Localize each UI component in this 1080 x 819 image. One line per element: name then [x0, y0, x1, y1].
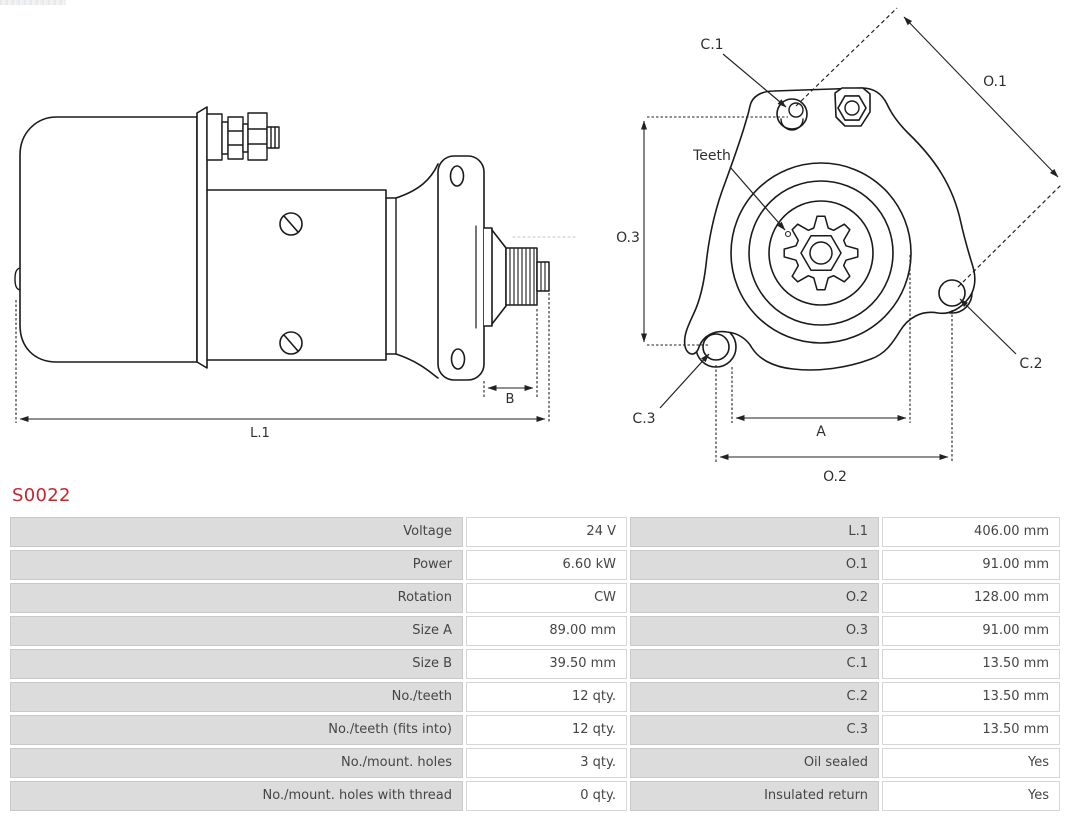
dim-label-o3: O.3	[616, 230, 640, 246]
dim-label-teeth: Teeth	[692, 148, 731, 164]
shaft-tip	[536, 261, 550, 292]
field-frame	[206, 189, 387, 361]
dim-label-l1: L.1	[250, 426, 270, 441]
spec-value-cell: 13.50 mm	[882, 715, 1060, 745]
spec-value-cell: 13.50 mm	[882, 649, 1060, 679]
spec-label-cell: O.2	[630, 583, 879, 613]
spec-label-cell: Size A	[10, 616, 463, 646]
spec-label-cell: C.1	[630, 649, 879, 679]
spec-value-cell: 39.50 mm	[466, 649, 627, 679]
spec-label-cell: Rotation	[10, 583, 463, 613]
spec-label-cell: O.3	[630, 616, 879, 646]
mount-hole-c3	[702, 333, 730, 361]
flange-hole-top	[449, 165, 465, 187]
spec-label-cell: C.3	[630, 715, 879, 745]
dim-label-c3: C.3	[632, 411, 655, 427]
housing-circle-outer	[730, 162, 912, 344]
dim-label-c1: C.1	[700, 37, 723, 53]
end-plate	[196, 106, 208, 369]
spec-value-cell: Yes	[882, 781, 1060, 811]
spec-value-cell: 91.00 mm	[882, 616, 1060, 646]
spec-value-cell: 12 qty.	[466, 715, 627, 745]
spec-label-cell: No./teeth	[10, 682, 463, 712]
dim-label-b: B	[506, 392, 515, 407]
spec-label-cell: C.2	[630, 682, 879, 712]
spec-label-cell: No./mount. holes with thread	[10, 781, 463, 811]
nose-collar	[483, 227, 493, 327]
spec-label-cell: No./mount. holes	[10, 748, 463, 778]
flange-hole-bottom	[450, 348, 466, 370]
spec-label-cell: Size B	[10, 649, 463, 679]
spec-value-cell: 13.50 mm	[882, 682, 1060, 712]
spec-label-cell: Oil sealed	[630, 748, 879, 778]
dim-label-o1: O.1	[983, 74, 1007, 90]
spec-label-cell: O.1	[630, 550, 879, 580]
spec-value-cell: 91.00 mm	[882, 550, 1060, 580]
leader-c1	[722, 53, 787, 108]
terminal-stack	[206, 112, 280, 161]
spec-value-cell: 0 qty.	[466, 781, 627, 811]
housing-nub	[14, 267, 21, 291]
part-number: S0022	[12, 485, 71, 506]
spec-label-cell: Voltage	[10, 517, 463, 547]
housing-circle-mid	[748, 180, 894, 326]
housing-circle-inner	[768, 200, 874, 306]
spec-value-cell: 89.00 mm	[466, 616, 627, 646]
spec-value-cell: 128.00 mm	[882, 583, 1060, 613]
spec-label-cell: Insulated return	[630, 781, 879, 811]
leader-c2	[959, 298, 1017, 355]
spec-value-cell: CW	[466, 583, 627, 613]
top-left-artifact	[0, 0, 66, 5]
leader-c3	[659, 353, 710, 409]
spec-value-cell: Yes	[882, 748, 1060, 778]
dim-label-c2: C.2	[1019, 356, 1042, 372]
nose-cone	[491, 229, 507, 325]
spec-label-cell: No./teeth (fits into)	[10, 715, 463, 745]
spec-value-cell: 406.00 mm	[882, 517, 1060, 547]
side-view-drawing	[14, 106, 579, 381]
front-view-dimensions	[641, 7, 1063, 462]
spec-label-cell: L.1	[630, 517, 879, 547]
side-view-dimensions	[15, 293, 550, 423]
dim-label-o2: O.2	[823, 469, 847, 485]
spec-table: Voltage 24 V L.1 406.00 mm Power 6.60 kW…	[10, 517, 1060, 811]
technical-drawings: L.1 B	[14, 7, 1063, 485]
dim-label-a: A	[816, 424, 826, 440]
motor-housing	[19, 116, 198, 363]
mount-hole-c2	[938, 279, 966, 307]
spec-value-cell: 24 V	[466, 517, 627, 547]
spec-value-cell: 12 qty.	[466, 682, 627, 712]
spec-label-cell: Power	[10, 550, 463, 580]
drive-bell	[395, 163, 439, 379]
front-view-drawing	[683, 87, 976, 371]
leader-teeth	[729, 166, 786, 231]
mounting-flange	[437, 155, 485, 381]
screw-icon	[279, 212, 303, 355]
dim-line-o1	[903, 16, 1059, 178]
gear-bore	[809, 241, 833, 265]
spec-value-cell: 6.60 kW	[466, 550, 627, 580]
spec-value-cell: 3 qty.	[466, 748, 627, 778]
